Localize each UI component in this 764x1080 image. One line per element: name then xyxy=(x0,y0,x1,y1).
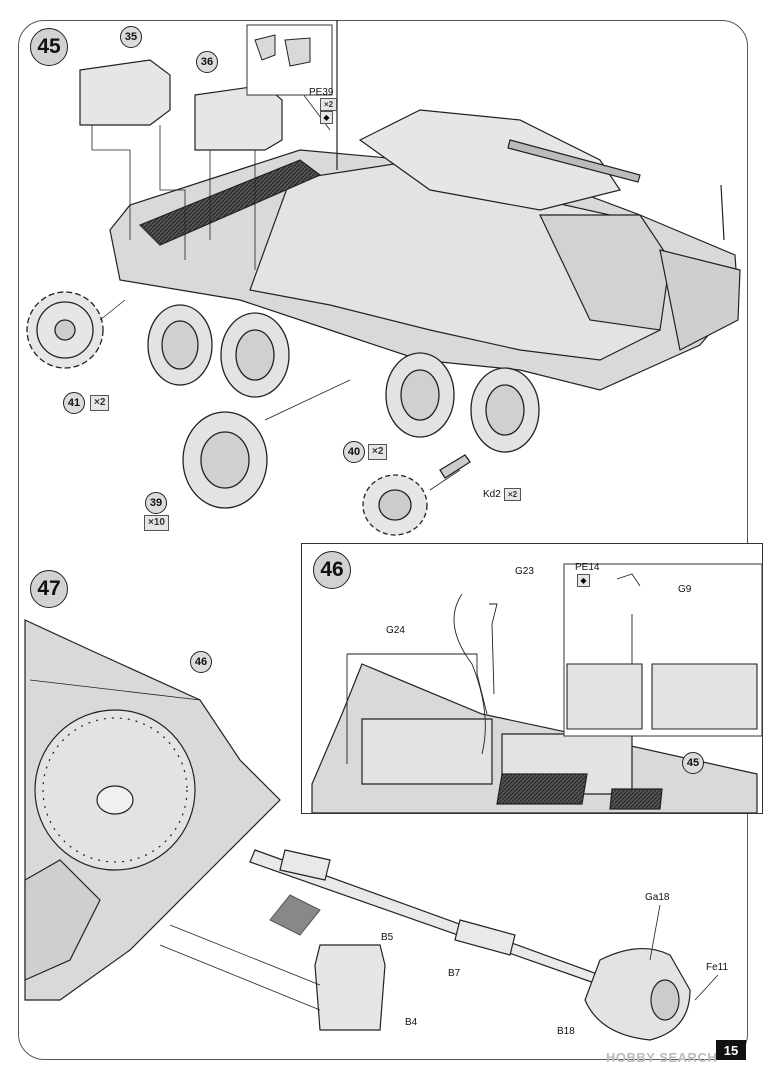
qty-40: ×2 xyxy=(368,444,388,460)
part-35: 35 xyxy=(120,26,142,48)
qty-pe39: ×2 xyxy=(320,98,338,111)
part-36: 36 xyxy=(196,51,218,73)
label-pe14: PE14 xyxy=(575,562,600,573)
label-ga18: Ga18 xyxy=(645,892,670,903)
sprocket-41 xyxy=(26,291,104,369)
direction-arrow xyxy=(269,894,321,936)
step-number-45: 45 xyxy=(30,28,68,66)
step-ref-46: 46 xyxy=(190,651,212,673)
page-frame xyxy=(18,20,748,1060)
part-40: 40 xyxy=(343,441,365,463)
clamp-b5-b4 xyxy=(314,944,386,1031)
label-g24: G24 xyxy=(386,625,405,636)
step-number-46: 46 xyxy=(313,551,351,589)
qty-39: ×10 xyxy=(144,515,169,531)
label-g9: G9 xyxy=(678,584,692,595)
label-b18: B18 xyxy=(557,1026,575,1037)
label-kd2: Kd2 xyxy=(483,489,501,500)
label-g23: G23 xyxy=(515,566,534,577)
label-b4: B4 xyxy=(405,1017,418,1028)
gun-barrel-b7 xyxy=(249,849,601,986)
qty-41: ×2 xyxy=(90,395,110,411)
leader-lines-45 xyxy=(91,89,331,270)
box-parts xyxy=(79,59,283,151)
step-ref-45: 45 xyxy=(682,752,704,774)
label-b5: B5 xyxy=(381,932,394,943)
pe-icon-39: ◆ xyxy=(320,111,333,124)
qty-kd2: ×2 xyxy=(504,488,522,501)
label-b7: B7 xyxy=(448,968,461,979)
part-39: 39 xyxy=(145,492,167,514)
label-pe39: PE39 xyxy=(309,87,334,98)
road-wheels xyxy=(147,304,540,509)
hull-47 xyxy=(24,619,281,1001)
hull-45 xyxy=(109,20,741,391)
pe-icon-14: ◆ xyxy=(577,574,590,587)
mantlet-b18 xyxy=(584,947,691,1041)
step-46-drawing xyxy=(311,563,763,814)
part-41: 41 xyxy=(63,392,85,414)
step-number-47: 47 xyxy=(30,570,68,608)
page-number: 15 xyxy=(716,1040,746,1060)
watermark: HOBBY SEARCH xyxy=(606,1050,718,1065)
label-fe11: Fe11 xyxy=(706,962,729,973)
idler-40 xyxy=(362,454,471,536)
